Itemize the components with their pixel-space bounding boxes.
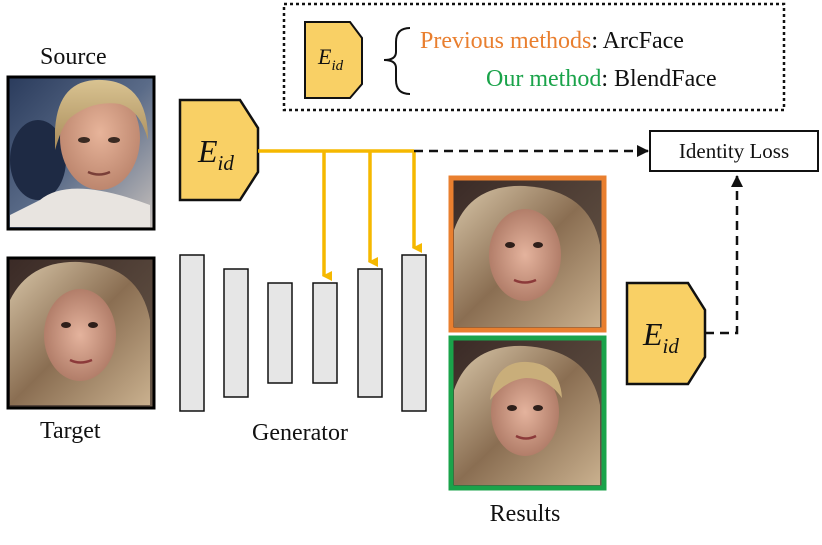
legend-encoder-sub: id [331, 58, 343, 74]
identity-encoder-results: Eid [625, 281, 707, 386]
legend-ours-label: Our method [486, 66, 601, 92]
result-ours-photo [448, 335, 607, 491]
source-face-photo [6, 75, 156, 231]
results-label: Results [490, 501, 561, 527]
identity-feature-arrows [258, 149, 422, 281]
target-face-photo [6, 256, 156, 410]
svg-text:Eid: Eid [197, 133, 234, 175]
generator-layer-2 [223, 268, 249, 398]
generator-layer-6 [401, 254, 427, 412]
encoder-sub-text: id [218, 151, 235, 175]
svg-text:Eid: Eid [317, 44, 344, 74]
identity-encoder-main: Eid [178, 98, 260, 202]
generator-layer-4 [312, 282, 338, 384]
legend-previous-value: : ArcFace [591, 28, 684, 54]
curly-brace-icon [383, 27, 411, 95]
legend-ours-value: : BlendFace [601, 66, 716, 92]
svg-text:Our method: BlendFace: Our method: BlendFace [486, 66, 717, 92]
identity-loss-label: Identity Loss [679, 139, 789, 163]
encoder2-sub-text: id [663, 334, 680, 358]
encoder2-main-text: E [642, 316, 663, 352]
encoder-main-text: E [197, 133, 218, 169]
generator-layer-1 [179, 254, 205, 412]
result-previous-photo [448, 175, 607, 333]
legend-encoder-icon: Eid [304, 21, 363, 99]
legend-encoder-main: E [317, 44, 332, 69]
legend-box: Eid Previous methods: ArcFace Our method… [282, 2, 786, 112]
source-label: Source [40, 44, 107, 70]
generator-label: Generator [252, 420, 348, 446]
target-label: Target [40, 418, 101, 444]
svg-text:Eid: Eid [642, 316, 679, 358]
svg-text:Previous methods: ArcFace: Previous methods: ArcFace [420, 28, 684, 54]
generator-blocks [179, 254, 427, 412]
identity-loss-box: Identity Loss [649, 130, 819, 172]
encoder-to-loss-arrow [705, 175, 743, 335]
generator-layer-3 [267, 282, 293, 384]
legend-previous-label: Previous methods [420, 28, 591, 54]
generator-layer-5 [357, 268, 383, 398]
